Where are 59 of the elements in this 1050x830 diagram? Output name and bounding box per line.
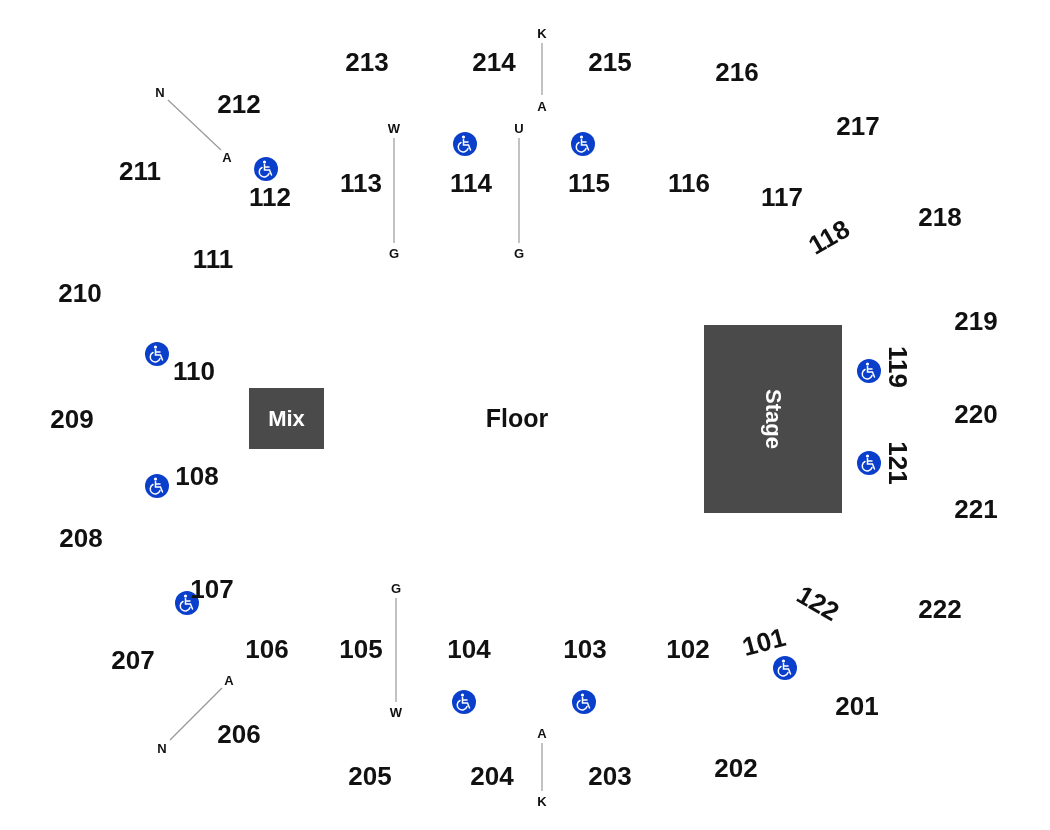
row-letter: U	[514, 121, 524, 135]
section-number: 206	[217, 721, 261, 747]
section-number: 204	[470, 763, 514, 789]
section-number: 111	[192, 246, 234, 272]
section-number: 101	[739, 623, 789, 661]
section-number: 207	[111, 647, 155, 673]
row-letter: A	[537, 726, 547, 740]
row-letter: K	[537, 26, 547, 40]
section-number: 110	[173, 358, 215, 384]
section-number: 114	[450, 170, 492, 196]
section-number: 205	[348, 763, 392, 789]
section-number: 104	[447, 636, 491, 662]
section-number: 208	[59, 525, 103, 551]
section-number: 113	[340, 170, 382, 196]
section-number: 118	[804, 215, 854, 259]
section-number: 122	[792, 580, 844, 626]
stage-block: Stage	[704, 325, 842, 513]
section-number: 121	[885, 441, 911, 485]
row-letter: G	[390, 581, 402, 595]
section-number: 221	[954, 496, 998, 522]
section-number: 116	[668, 170, 710, 196]
section-number: 211	[119, 158, 161, 184]
section-number: 202	[714, 755, 758, 781]
section-number: 117	[761, 184, 803, 210]
row-letter: W	[387, 121, 401, 135]
section-number: 103	[563, 636, 607, 662]
row-letter: N	[155, 85, 165, 99]
section-number: 219	[954, 308, 998, 334]
section-number: 201	[835, 693, 879, 719]
section-number: 216	[715, 59, 759, 85]
section-number: 203	[588, 763, 632, 789]
section-number: 222	[918, 596, 962, 622]
section-number: 213	[345, 49, 389, 75]
row-letter: K	[537, 794, 547, 808]
row-letter: A	[224, 673, 234, 687]
section-number: 215	[588, 49, 632, 75]
row-letter: N	[157, 741, 167, 755]
section-number: 212	[217, 91, 261, 117]
section-number: 214	[472, 49, 516, 75]
row-letter: A	[222, 150, 232, 164]
row-letter: G	[388, 246, 400, 260]
section-number: 106	[245, 636, 289, 662]
area-label: Floor	[485, 405, 549, 431]
row-letter: W	[389, 705, 403, 719]
section-number: 102	[666, 636, 710, 662]
section-number: 108	[175, 463, 219, 489]
section-number: 220	[954, 401, 998, 427]
section-number: 210	[58, 280, 102, 306]
section-number: 218	[918, 204, 962, 230]
section-number: 112	[249, 184, 291, 210]
row-letter: A	[537, 99, 547, 113]
section-number: 119	[885, 346, 911, 388]
row-letter: G	[513, 246, 525, 260]
section-number: 217	[836, 113, 880, 139]
section-number: 209	[50, 406, 94, 432]
section-number: 105	[339, 636, 383, 662]
section-number: 115	[568, 170, 610, 196]
mix-position-block: Mix	[249, 388, 324, 449]
section-number: 107	[190, 576, 234, 602]
